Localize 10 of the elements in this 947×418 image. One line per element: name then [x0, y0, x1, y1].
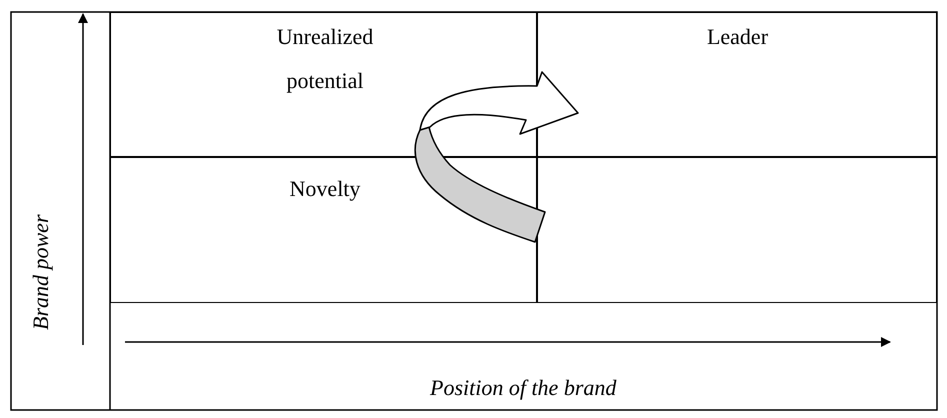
quadrant — [536, 156, 937, 303]
axis-label: Position of the brand — [430, 375, 616, 401]
quadrant-label: Leader — [706, 23, 770, 51]
curved-arrow — [414, 71, 579, 243]
quadrant — [110, 12, 538, 158]
quadrant — [110, 156, 538, 303]
quadrant-label: Unrealized potential — [276, 23, 374, 95]
axis-label: Brand power — [28, 214, 54, 330]
quadrant — [536, 12, 937, 158]
quadrant-label: Novelty — [288, 175, 362, 203]
